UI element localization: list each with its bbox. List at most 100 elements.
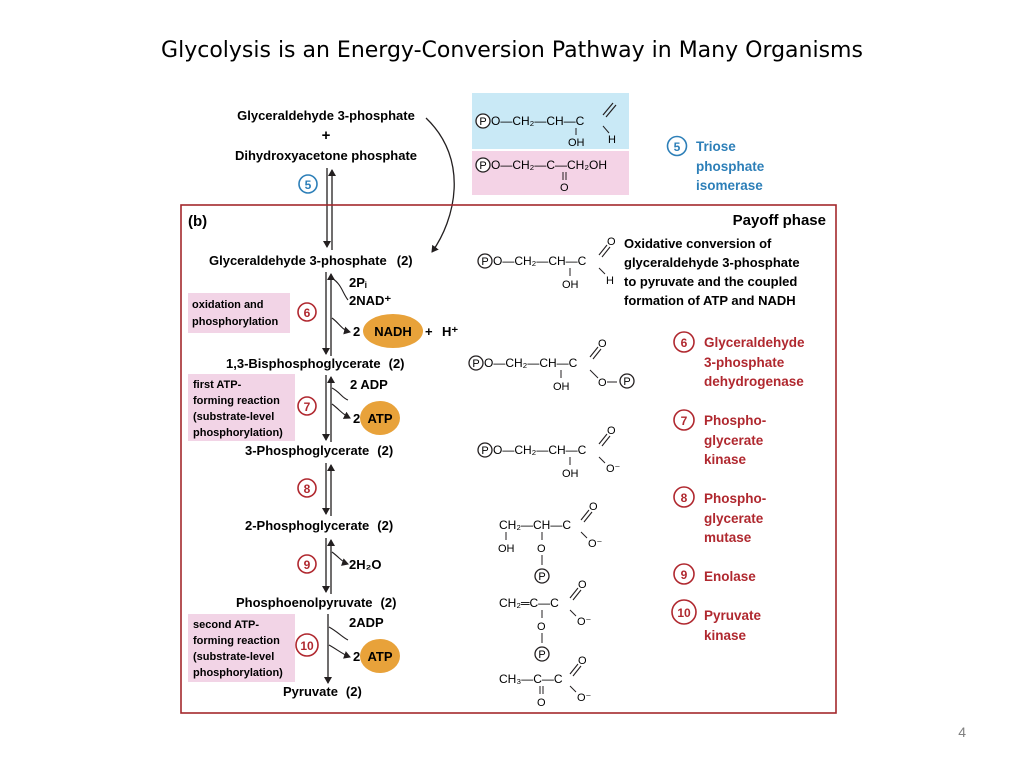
bpg13-row: O—CH₂—CH—C: [484, 356, 578, 370]
enzyme-5-number: 5: [674, 140, 681, 154]
step9-output-curve: [331, 551, 349, 566]
step9-water: 2H₂O: [349, 557, 382, 572]
step7-input: 2 ADP: [350, 377, 388, 392]
curved-arrow: [425, 117, 455, 253]
step7-input-curve: [331, 387, 349, 401]
top-dhap-o: O: [560, 182, 569, 194]
enzyme-6-line-1: Glyceraldehyde: [704, 335, 805, 350]
pg3-oh: OH: [562, 468, 579, 480]
pyr-o-top: O: [578, 655, 587, 667]
step10-input: 2ADP: [349, 615, 384, 630]
pg2-o-minus: O⁻: [588, 538, 603, 550]
phosphate-p: P: [479, 160, 486, 172]
top-ga3p-h: H: [608, 134, 616, 146]
phosphate-p: P: [472, 358, 479, 370]
phosphate-p: P: [479, 116, 486, 128]
enzyme-5-line-1: Triose: [696, 139, 736, 154]
phosphate-p: P: [623, 376, 630, 388]
phosphate-p: P: [481, 445, 488, 457]
phosphate-p: P: [538, 571, 545, 583]
phase-title: Payoff phase: [733, 212, 826, 229]
ga3p-structure-box: [472, 93, 629, 149]
enzyme-5-line-2: phosphate: [696, 159, 765, 174]
step5-circle: 5: [298, 174, 318, 194]
nadh-label: NADH: [374, 324, 412, 339]
step10-coef: 2: [353, 649, 360, 664]
step6-circle: 6: [297, 302, 317, 322]
step6-output-curve: [331, 317, 351, 335]
prep-plus: +: [322, 127, 331, 144]
payoff-description-3: to pyruvate and the coupled: [624, 274, 797, 289]
structure-3pg: P O—CH₂—CH—C OH O O⁻: [477, 425, 621, 480]
enzyme-6-line-3: dehydrogenase: [704, 374, 804, 389]
phosphate-p: P: [538, 649, 545, 661]
enzyme-8-line-1: Phospho-: [704, 491, 766, 506]
step6-coef: 2: [353, 324, 360, 339]
prep-reactant-1: Glyceraldehyde 3-phosphate: [237, 108, 415, 123]
enzyme-10-number: 10: [677, 606, 691, 620]
enzyme-7-number: 7: [681, 414, 688, 428]
top-ga3p-structure: P O—CH₂—CH—C OH H: [475, 102, 617, 149]
step10-number: 10: [300, 639, 314, 653]
step8-number: 8: [304, 482, 311, 496]
pg2-o: O: [537, 543, 546, 555]
pg3-row: O—CH₂—CH—C: [493, 443, 587, 457]
step5-number: 5: [305, 178, 312, 192]
step9-number: 9: [304, 558, 311, 572]
pep-row: CH₂═C—C: [499, 596, 559, 610]
step6-input-pi: 2Pᵢ: [349, 275, 367, 290]
payoff-description-2: glyceraldehyde 3-phosphate: [624, 255, 800, 270]
step6-input-curve: [331, 277, 349, 301]
step10-output-curve: [328, 644, 351, 659]
pg2-o-top: O: [589, 501, 598, 513]
top-ga3p-oh: OH: [568, 137, 585, 149]
enzyme-9-line-1: Enolase: [704, 569, 756, 584]
metabolite-2pg: 2-Phosphoglycerate(2): [245, 518, 393, 533]
metabolite-pep: Phosphoenolpyruvate(2): [236, 595, 396, 610]
page-number: 4: [958, 724, 966, 740]
ga3p-o: O: [607, 236, 616, 248]
structure-pep: CH₂═C—C O P O O⁻: [499, 579, 592, 662]
step7-coef: 2: [353, 411, 360, 426]
structure-2pg: CH₂—CH—C OH O P O O⁻: [498, 501, 603, 584]
pep-o-top: O: [578, 579, 587, 591]
payoff-frame: [180, 204, 837, 714]
metabolite-ga3p: Glyceraldehyde 3-phosphate(2): [209, 253, 413, 268]
top-dhap-structure: P O—CH₂—C—CH₂OH O: [475, 157, 607, 194]
step7-note-4: phosphorylation): [193, 427, 283, 439]
atp-label-7: ATP: [367, 411, 392, 426]
phosphate-p: P: [481, 256, 488, 268]
step6-number: 6: [304, 306, 311, 320]
structure-pyruvate: CH₃—C—C O O O⁻: [499, 655, 592, 709]
top-ga3p-row: O—CH₂—CH—C: [491, 114, 585, 128]
payoff-description-4: formation of ATP and NADH: [624, 293, 796, 308]
step7-note-3: (substrate-level: [193, 411, 274, 423]
enzyme-5: 5 Triose phosphate isomerase: [666, 135, 765, 193]
slide-title: Glycolysis is an Energy-Conversion Pathw…: [161, 38, 863, 63]
step7-circle: 7: [297, 396, 317, 416]
step8-circle: 8: [297, 478, 317, 498]
step6-plus: +: [425, 324, 433, 339]
bpg13-ester-o: O: [598, 377, 607, 389]
step6-note-box: [188, 293, 290, 333]
enzyme-10-line-2: kinase: [704, 628, 747, 643]
pg3-o-minus: O⁻: [606, 463, 621, 475]
metabolite-13bpg: 1,3-Bisphosphoglycerate(2): [226, 356, 405, 371]
prep-reactant-2: Dihydroxyacetone phosphate: [235, 148, 417, 163]
step7-output-curve: [331, 403, 351, 419]
ga3p-oh: OH: [562, 279, 579, 291]
pep-o: O: [537, 621, 546, 633]
atp-label-10: ATP: [367, 649, 392, 664]
enzyme-8-number: 8: [681, 491, 688, 505]
enzyme-6-number: 6: [681, 336, 688, 350]
step7-note-1: first ATP-: [193, 379, 242, 391]
bpg13-o-top: O: [598, 338, 607, 350]
pg2-row: CH₂—CH—C: [499, 518, 571, 532]
step7-number: 7: [304, 400, 311, 414]
pg2-oh: OH: [498, 543, 515, 555]
dhap-structure-box: [472, 151, 629, 195]
panel-label: (b): [188, 213, 207, 230]
enzyme-8: 8 Phospho- glycerate mutase: [673, 486, 766, 545]
metabolite-3pg: 3-Phosphoglycerate(2): [245, 443, 393, 458]
